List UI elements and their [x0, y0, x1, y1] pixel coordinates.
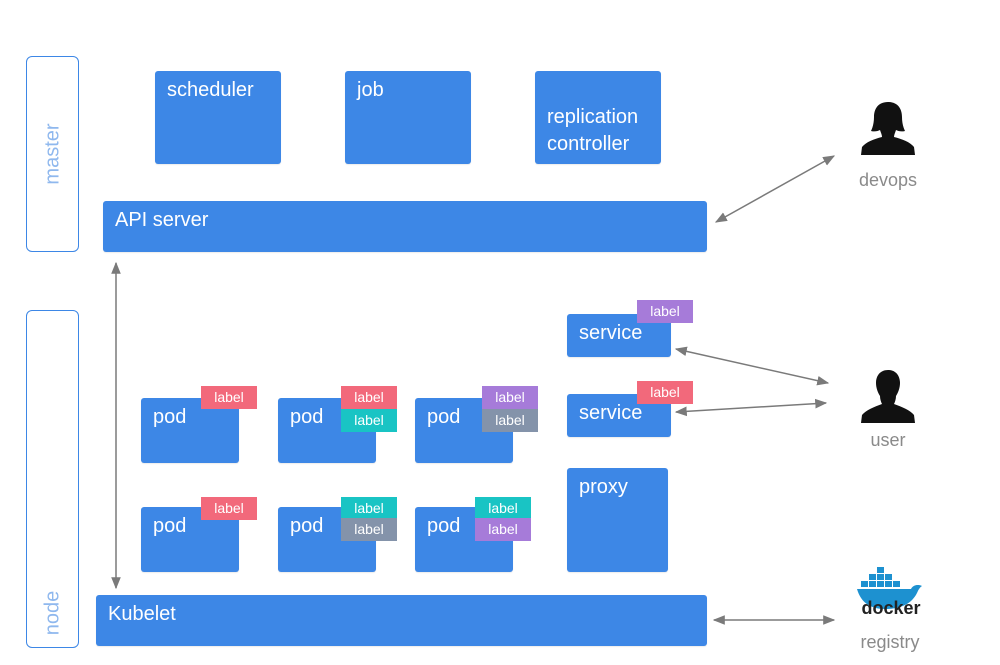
- pod-label: pod: [290, 515, 324, 537]
- kubelet-box[interactable]: Kubelet: [96, 595, 707, 646]
- proxy-box[interactable]: proxy: [567, 468, 668, 572]
- replication-controller-label: replication controller: [547, 106, 639, 155]
- pod-label: pod: [153, 515, 187, 537]
- scheduler-box[interactable]: scheduler: [155, 71, 281, 164]
- replication-controller-box[interactable]: replication controller: [535, 71, 661, 164]
- node-group-frame: node: [26, 310, 79, 648]
- master-group-frame: master: [26, 56, 79, 252]
- service-1-tag: label: [637, 300, 693, 323]
- scheduler-label: scheduler: [167, 79, 254, 101]
- api-devops-arrow: [714, 155, 836, 223]
- pod-label: pod: [427, 515, 461, 537]
- devops-caption: devops: [858, 170, 918, 190]
- pod-5-tag-1: label: [341, 497, 397, 520]
- api-server-box[interactable]: API server: [103, 201, 707, 252]
- service2-user-arrow: [674, 398, 828, 417]
- pod-2-tag-1: label: [341, 386, 397, 409]
- pod-5-tag-2: label: [341, 518, 397, 541]
- api-server-label: API server: [115, 209, 209, 231]
- docker-logo-text: docker: [861, 598, 921, 618]
- pod-label: pod: [153, 406, 187, 428]
- service-2-tag: label: [637, 381, 693, 404]
- pod-6-tag-1: label: [475, 497, 531, 520]
- service-label: service: [579, 322, 643, 344]
- pod-3-tag-1: label: [482, 386, 538, 409]
- pod-label: pod: [290, 406, 324, 428]
- registry-caption: registry: [860, 632, 920, 652]
- pod-4-tag-1: label: [201, 497, 257, 520]
- job-box[interactable]: job: [345, 71, 471, 164]
- user-caption: user: [870, 430, 906, 450]
- user-person-icon: [861, 370, 915, 423]
- pod-3-tag-2: label: [482, 409, 538, 432]
- kubelet-label: Kubelet: [108, 603, 176, 625]
- pod-label: pod: [427, 406, 461, 428]
- service-box-1[interactable]: service: [567, 314, 671, 357]
- pod-6-tag-2: label: [475, 518, 531, 541]
- proxy-label: proxy: [579, 476, 628, 498]
- service1-user-arrow: [674, 346, 830, 386]
- devops-person-icon: [861, 102, 915, 155]
- pod-1-tag-1: label: [201, 386, 257, 409]
- service-label: service: [579, 402, 643, 424]
- pod-2-tag-2: label: [341, 409, 397, 432]
- docker-logo-icon: [857, 567, 922, 609]
- job-label: job: [357, 79, 384, 101]
